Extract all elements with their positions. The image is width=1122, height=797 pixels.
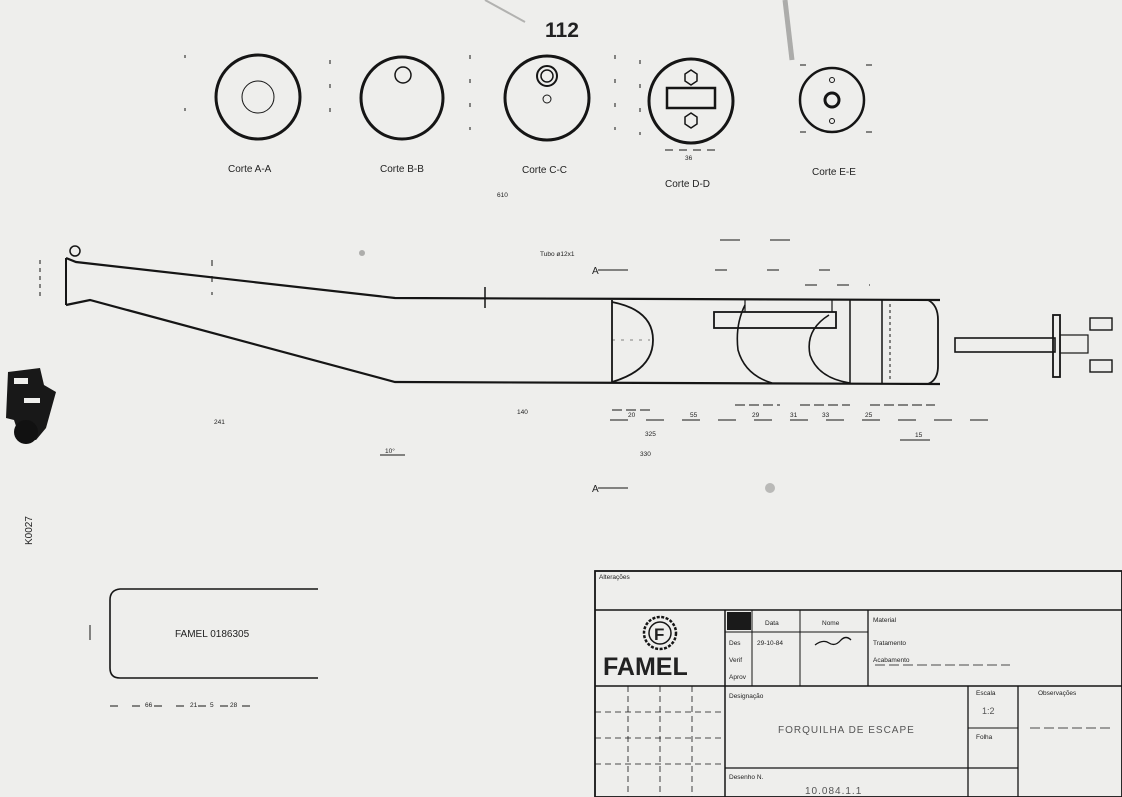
dim-31: 31 [790, 412, 798, 419]
section-label: Corte A-A [228, 164, 272, 175]
signature [814, 636, 852, 646]
overall-length: 610 [497, 192, 508, 199]
folha-label: Folha [976, 734, 993, 741]
acabamento-label: Acabamento [873, 657, 910, 664]
dim-140: 140 [517, 409, 528, 416]
des-date: 29-10-84 [757, 640, 783, 647]
dim-66: 66 [145, 702, 153, 709]
dim-25: 25 [865, 412, 873, 419]
material-label: Material [873, 617, 897, 624]
dim-241: 241 [214, 419, 225, 426]
section-label: Corte B-B [380, 164, 424, 175]
dim-21: 21 [190, 702, 198, 709]
dim-33: 33 [822, 412, 830, 419]
section-b-b: Corte B-B [359, 55, 471, 175]
desenho-value: 10.084.1.1 [805, 786, 862, 797]
brand-name: FAMEL [603, 653, 688, 681]
dim-325: 325 [645, 431, 656, 438]
sheet-number: 112 [545, 19, 579, 42]
escala-label: Escala [976, 690, 996, 697]
aprov-label: Aprov [729, 674, 747, 681]
dim-55: 55 [690, 412, 698, 419]
designacao-value: FORQUILHA DE ESCAPE [778, 725, 915, 736]
dim-28: 28 [230, 702, 238, 709]
escala-value: 1:2 [982, 706, 995, 716]
section-label: Corte C-C [522, 165, 567, 176]
title-block: F FAMEL Alterações Data Nome Des Verif A… [594, 570, 1122, 797]
section-e-e: Corte E-E [798, 64, 905, 178]
section-c-c: Corte C-C [503, 54, 616, 176]
section-label: Corte E-E [812, 167, 856, 178]
tube-note: Tubo ø12x1 [540, 251, 575, 258]
section-label: Corte D-D [665, 179, 710, 190]
section-d-d: 36 Corte D-D [639, 57, 735, 190]
dim-5: 5 [210, 702, 214, 709]
stamp-part-view: FAMEL 0186305 66 21 5 28 [89, 588, 318, 709]
famel-logo: F FAMEL [603, 615, 688, 681]
stamp-part-text: FAMEL 0186305 [175, 629, 250, 640]
main-side-view: A A 610 Tubo ø12x1 20 55 29 31 33 25 15 … [39, 192, 1113, 495]
observacoes-label: Observações [1038, 690, 1077, 697]
svg-text:F: F [654, 625, 664, 644]
nome-label: Nome [822, 620, 840, 627]
designacao-label: Designação [729, 693, 764, 700]
verif-label: Verif [729, 657, 742, 664]
scan-artifacts [359, 0, 795, 493]
dim-15: 15 [915, 432, 923, 439]
des-label: Des [729, 640, 741, 647]
archive-code: K0027 [24, 516, 35, 545]
dim-330: 330 [640, 451, 651, 458]
alteracoes-label: Alterações [599, 574, 630, 581]
svg-text:36: 36 [685, 155, 693, 162]
angle-10: 10° [385, 447, 395, 455]
data-label: Data [765, 620, 779, 627]
tratamento-label: Tratamento [873, 640, 906, 647]
section-mark-a: A [592, 484, 599, 495]
section-mark-a: A [592, 266, 599, 277]
dim-29: 29 [752, 412, 760, 419]
dim-20: 20 [628, 412, 636, 419]
desenho-label: Desenho N. [729, 774, 764, 781]
margin-logo-stamp [6, 368, 56, 444]
section-a-a: Corte A-A [184, 53, 331, 175]
